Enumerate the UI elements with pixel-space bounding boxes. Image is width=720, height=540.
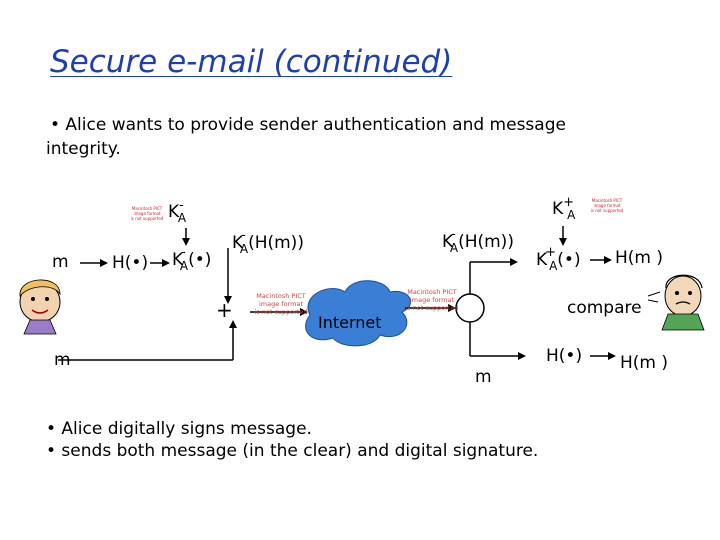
receiver-signed-digest-label: K-A(H(m)) — [442, 227, 514, 255]
sender-message-label: m — [52, 252, 69, 272]
alice-icon — [19, 279, 61, 335]
intro-text-line-1: • Alice wants to provide sender authenti… — [50, 115, 566, 135]
sender-private-key-label: K-A — [168, 198, 187, 225]
receiver-hm-bottom-label: H(m ) — [620, 353, 669, 373]
sender-signed-digest-label: K-A(H(m)) — [232, 228, 304, 256]
sender-sign-box: K-A(•) — [172, 245, 212, 273]
receiver-message-label: m — [475, 367, 492, 387]
internet-cloud — [305, 280, 411, 347]
bob-icon — [647, 274, 705, 331]
receiver-hm-top-label: H(m ) — [615, 248, 664, 268]
receiver-hash-box: H(•) — [546, 346, 583, 366]
receiver-public-key-label: K+A — [552, 195, 576, 222]
split-circle — [455, 293, 485, 323]
footer-bullet-1: • Alice digitally signs message. — [46, 419, 312, 439]
sender-message-bottom-label: m — [54, 350, 71, 370]
plus-combiner-label: + — [216, 298, 233, 322]
intro-text-line-2: integrity. — [46, 139, 121, 159]
slide-title: Secure e-mail (continued) — [50, 44, 453, 80]
footer-bullet-2: • sends both message (in the clear) and … — [46, 441, 539, 461]
internet-label: Internet — [318, 313, 382, 332]
receiver-verify-box: K+A(•) — [536, 245, 581, 273]
sender-hash-box: H(•) — [112, 253, 149, 273]
compare-label: compare — [567, 298, 642, 318]
